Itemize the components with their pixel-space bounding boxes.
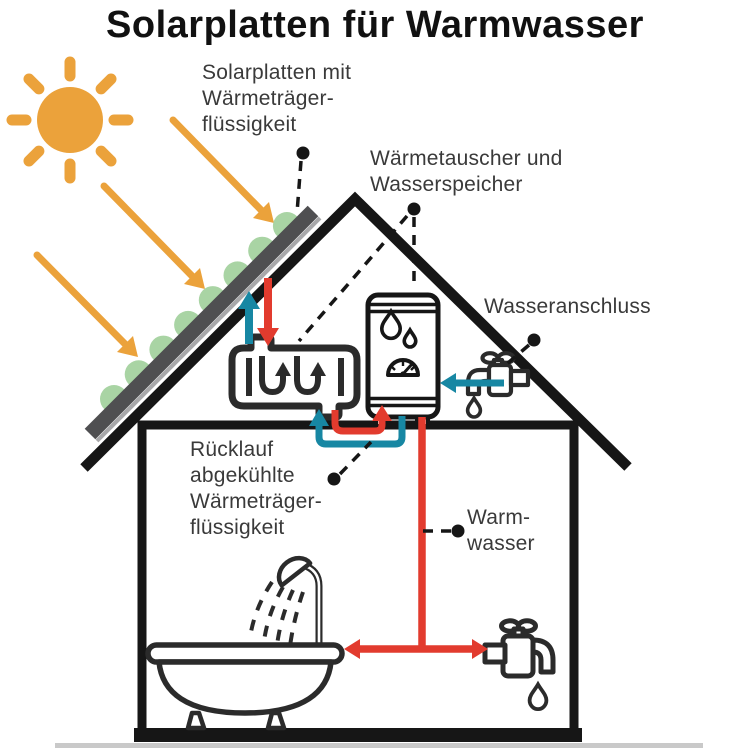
shower-water <box>249 580 305 647</box>
bathtub-icon <box>145 642 345 731</box>
page-title: Solarplatten für Warmwasser <box>106 4 644 46</box>
ground-shadow <box>55 743 703 748</box>
sun-icon <box>6 56 134 184</box>
label-water-connection: Wasseranschluss <box>484 295 651 318</box>
hot-flow-arrow-icon <box>331 405 392 435</box>
label-return-flow: Rücklauf abgekühlte Wärmeträger- flüssig… <box>190 438 322 539</box>
roof <box>80 191 632 472</box>
gauge-icon <box>386 358 420 377</box>
water-tank-icon <box>365 292 441 428</box>
heat-exchanger-coil-icon <box>228 333 361 421</box>
shower-head-icon <box>249 555 323 651</box>
callout-leader <box>295 160 531 533</box>
faucet-icon <box>482 618 556 709</box>
callout-dot <box>296 146 541 538</box>
label-hot-water: Warm- wasser <box>467 506 535 555</box>
sunlight-arrow-icon <box>33 116 274 357</box>
water-drop-icon <box>382 311 416 347</box>
solar-panel-icon <box>84 205 322 443</box>
house-outline-icon <box>80 191 632 742</box>
sun-ray-icon <box>6 56 134 184</box>
hot-flow-arrow-icon <box>257 278 279 346</box>
hot-flow-arrow-icon <box>344 417 488 659</box>
label-heat-exchanger: Wärmetauscher und Wasserspeicher <box>370 147 563 196</box>
water-drop-icon <box>468 398 481 417</box>
water-drop-icon <box>530 684 547 709</box>
label-solar-panel: Solarplatten mit Wärmeträger- flüssigkei… <box>202 61 352 136</box>
cold-flow-arrow-icon <box>309 409 406 448</box>
cold-flow-arrow-icon <box>238 291 260 344</box>
cold-flow-arrow-icon <box>440 373 504 393</box>
tub-foot <box>265 710 287 731</box>
tub-foot <box>185 710 207 731</box>
